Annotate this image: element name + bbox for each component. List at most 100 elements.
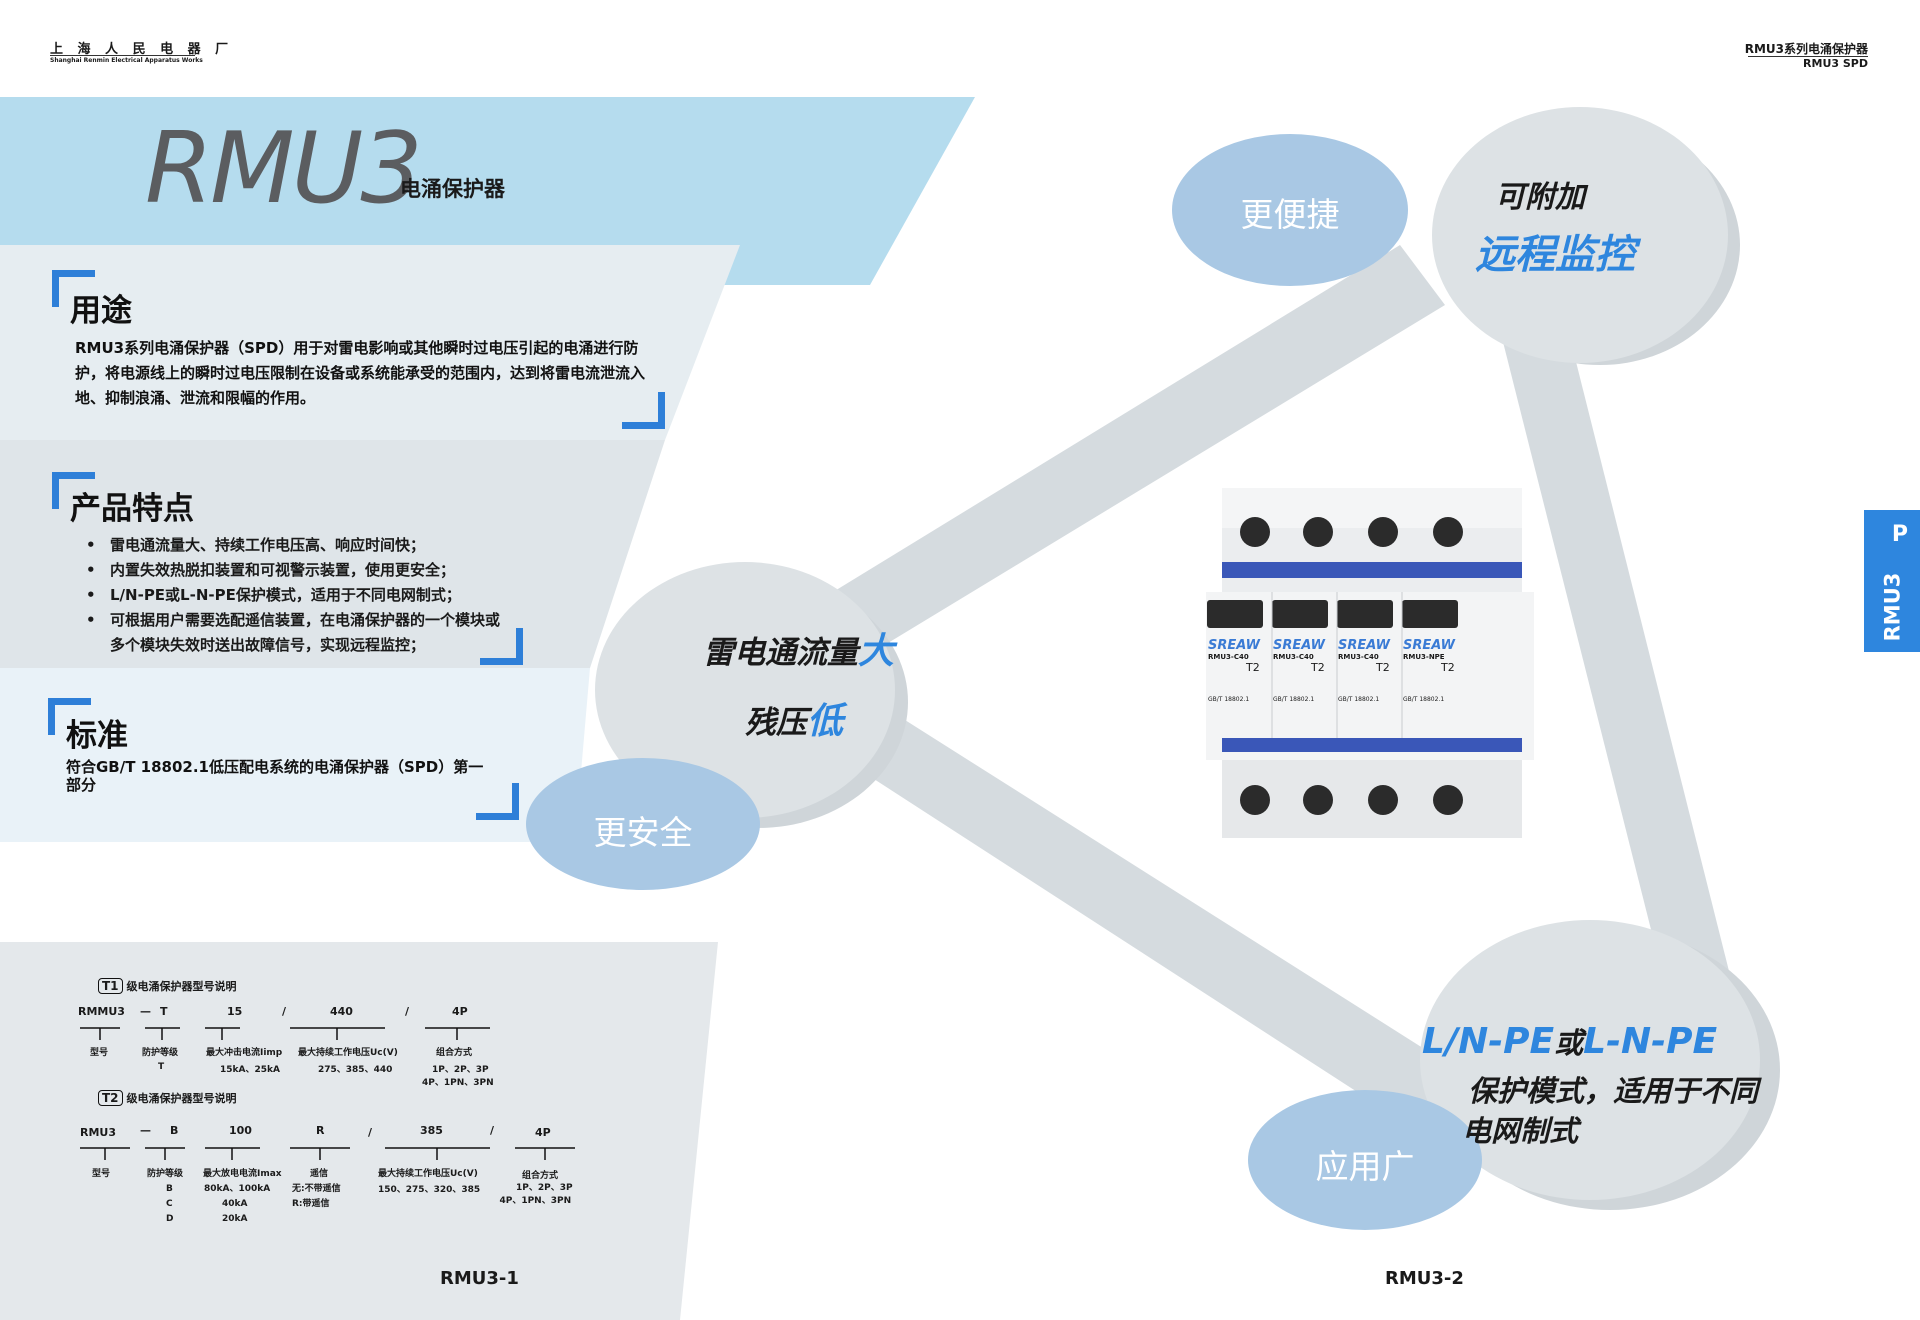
model-t2-label: 遥信 <box>310 1169 329 1179</box>
model-t2-code: — <box>140 1124 151 1137</box>
bubble-top-line1: 可附加 <box>1495 180 1585 215</box>
bubble-right-line1: L/N-PE或L-N-PE <box>1422 1021 1718 1062</box>
bubble-left <box>595 562 895 818</box>
product-brand: SREAW <box>1273 638 1325 653</box>
product-module: SREAW RMU3-C40 T2 GB/T 18802.1 <box>1208 638 1273 738</box>
series-name-en: RMU3 SPD <box>1803 57 1868 70</box>
product-model: RMU3-C40 <box>1273 653 1314 661</box>
product-module: SREAW RMU3-C40 T2 GB/T 18802.1 <box>1273 638 1338 738</box>
list-item: 雷电通流量大、持续工作电压高、响应时间快； <box>70 533 506 558</box>
model-t1-code: RMMU3 <box>78 1005 125 1018</box>
model-t2-code: B <box>170 1124 179 1137</box>
model-t2-combo: 4P、1PN、3PN <box>499 1196 572 1206</box>
bracket-top-left <box>52 472 95 509</box>
product-model: RMU3-C40 <box>1208 653 1249 661</box>
model-t2-voltages: 150、275、320、385 <box>378 1185 481 1195</box>
model-t1-label: 最大冲击电流Iimp <box>206 1048 283 1058</box>
bubble-right-line2: 保护模式，适用于不同 <box>1468 1074 1759 1108</box>
product-module: SREAW RMU3-C40 T2 GB/T 18802.1 <box>1338 638 1403 738</box>
model-t2-grade: C <box>166 1199 173 1209</box>
model-t1-badge: T1 <box>98 978 123 994</box>
model-t2-remote-option: R:带遥信 <box>292 1199 330 1209</box>
model-t2-currents: 80kA、100kA 40kA 20kA <box>204 1182 270 1227</box>
model-title: RMU3 <box>145 112 423 226</box>
list-item: 内置失效热脱扣装置和可视警示装置，使用更安全； <box>70 558 506 583</box>
triangle-bar-bottom <box>860 720 1505 1165</box>
series-name-cn: RMU3系列电涌保护器 <box>1744 42 1868 56</box>
model-t2-grades: B C D <box>166 1182 173 1227</box>
model-t2-grade: B <box>166 1184 173 1194</box>
series-divider <box>1748 56 1868 57</box>
model-t2-label: 防护等级 <box>147 1169 184 1179</box>
bracket-bottom-right <box>622 392 665 429</box>
standard-body: 符合GB/T 18802.1低压配电系统的电涌保护器（SPD）第一部分 <box>66 758 484 794</box>
features-heading: 产品特点 <box>70 491 194 527</box>
model-t2-current: 40kA <box>222 1199 248 1209</box>
model-t2-caption-text: 级电涌保护器型号说明 <box>126 1092 237 1105</box>
product-name: 电涌保护器 <box>400 177 505 201</box>
model-t2-code: 385 <box>420 1124 443 1137</box>
product-standard: GB/T 18802.1 <box>1208 696 1250 703</box>
bubble-small-right <box>1248 1090 1482 1230</box>
product-standard: GB/T 18802.1 <box>1403 696 1445 703</box>
product-class: T2 <box>1441 661 1455 674</box>
product-brand: SREAW <box>1208 638 1260 653</box>
model-t1-value: 275、385、440 <box>318 1065 393 1075</box>
side-tab-label-wrap: RMU3 <box>1864 572 1920 642</box>
bubble-right <box>1420 920 1760 1200</box>
bubble-left-line2: 残压低 <box>745 701 844 742</box>
usage-body: RMU3系列电涌保护器（SPD）用于对雷电影响或其他瞬时过电压引起的电涌进行防护… <box>75 339 646 407</box>
model-t1-code: — <box>140 1005 151 1018</box>
model-t2-combos: 1P、2P、3P 4P、1PN、3PN <box>499 1182 572 1208</box>
side-tab-letter: P <box>1891 522 1908 547</box>
bubble-small-top <box>1172 134 1408 286</box>
model-t1-label: 组合方式 <box>436 1048 473 1058</box>
bubble-top <box>1432 107 1728 363</box>
bracket-bottom-right <box>476 783 519 820</box>
product-module: SREAW RMU3-NPE T2 GB/T 18802.1 <box>1403 638 1468 738</box>
page-number-right: RMU3-2 <box>1385 1268 1464 1289</box>
model-t2-label: 型号 <box>92 1169 111 1179</box>
standard-heading: 标准 <box>66 718 128 754</box>
model-t1-code: / <box>282 1005 287 1018</box>
bubble-safer: 更安全 <box>593 813 693 852</box>
model-t2-code: / <box>368 1126 373 1139</box>
model-t1-value: 15kA、25kA <box>220 1065 280 1075</box>
title-banner <box>0 97 975 285</box>
model-t2-label: 最大放电电流Imax <box>203 1169 282 1179</box>
product-model: RMU3-NPE <box>1403 653 1445 661</box>
product-class: T2 <box>1246 661 1260 674</box>
model-t2-badge: T2 <box>98 1090 123 1106</box>
model-t2-remote: 无:不带遥信 R:带遥信 <box>292 1182 341 1212</box>
model-t1-value: 4P、1PN、3PN <box>422 1078 494 1088</box>
page-number-left: RMU3-1 <box>440 1268 519 1289</box>
model-t2-code: RMU3 <box>80 1126 117 1139</box>
model-t1-code: T <box>160 1005 168 1018</box>
model-t1-code: 440 <box>330 1005 353 1018</box>
model-t1-caption-text: 级电涌保护器型号说明 <box>126 980 237 993</box>
side-tab-label: RMU3 <box>1880 572 1905 642</box>
features-list: 雷电通流量大、持续工作电压高、响应时间快； 内置失效热脱扣装置和可视警示装置，使… <box>70 533 506 658</box>
bracket-top-left <box>48 698 91 735</box>
company-name-cn: 上 海 人 民 电 器 厂 <box>50 42 234 57</box>
triangle-bar-top <box>815 245 1445 660</box>
list-item: L/N-PE或L-N-PE保护模式，适用于不同电网制式； <box>70 583 506 608</box>
model-t1-label: 型号 <box>90 1048 109 1058</box>
usage-heading: 用途 <box>70 293 132 329</box>
bubble-left-line1: 雷电通流量大 <box>703 631 895 672</box>
model-t2-remote-option: 无:不带遥信 <box>292 1184 341 1194</box>
bubble-small-left <box>526 758 760 890</box>
bubble-convenient: 更便捷 <box>1240 195 1340 234</box>
model-t1-value: T <box>158 1062 165 1072</box>
model-t1-caption: T1 级电涌保护器型号说明 <box>98 978 237 994</box>
model-t2-code: R <box>316 1124 325 1137</box>
bracket-bottom-right <box>480 628 523 665</box>
product-label-strip: SREAW RMU3-C40 T2 GB/T 18802.1 SREAW RMU… <box>1208 638 1538 738</box>
product-image <box>1206 488 1534 838</box>
bracket-top-left <box>52 270 95 307</box>
model-t1-label: 防护等级 <box>142 1048 179 1058</box>
triangle-bar-right <box>1500 318 1735 1005</box>
bubble-right-line3: 电网制式 <box>1462 1114 1579 1148</box>
model-t2-label: 组合方式 <box>522 1171 559 1181</box>
